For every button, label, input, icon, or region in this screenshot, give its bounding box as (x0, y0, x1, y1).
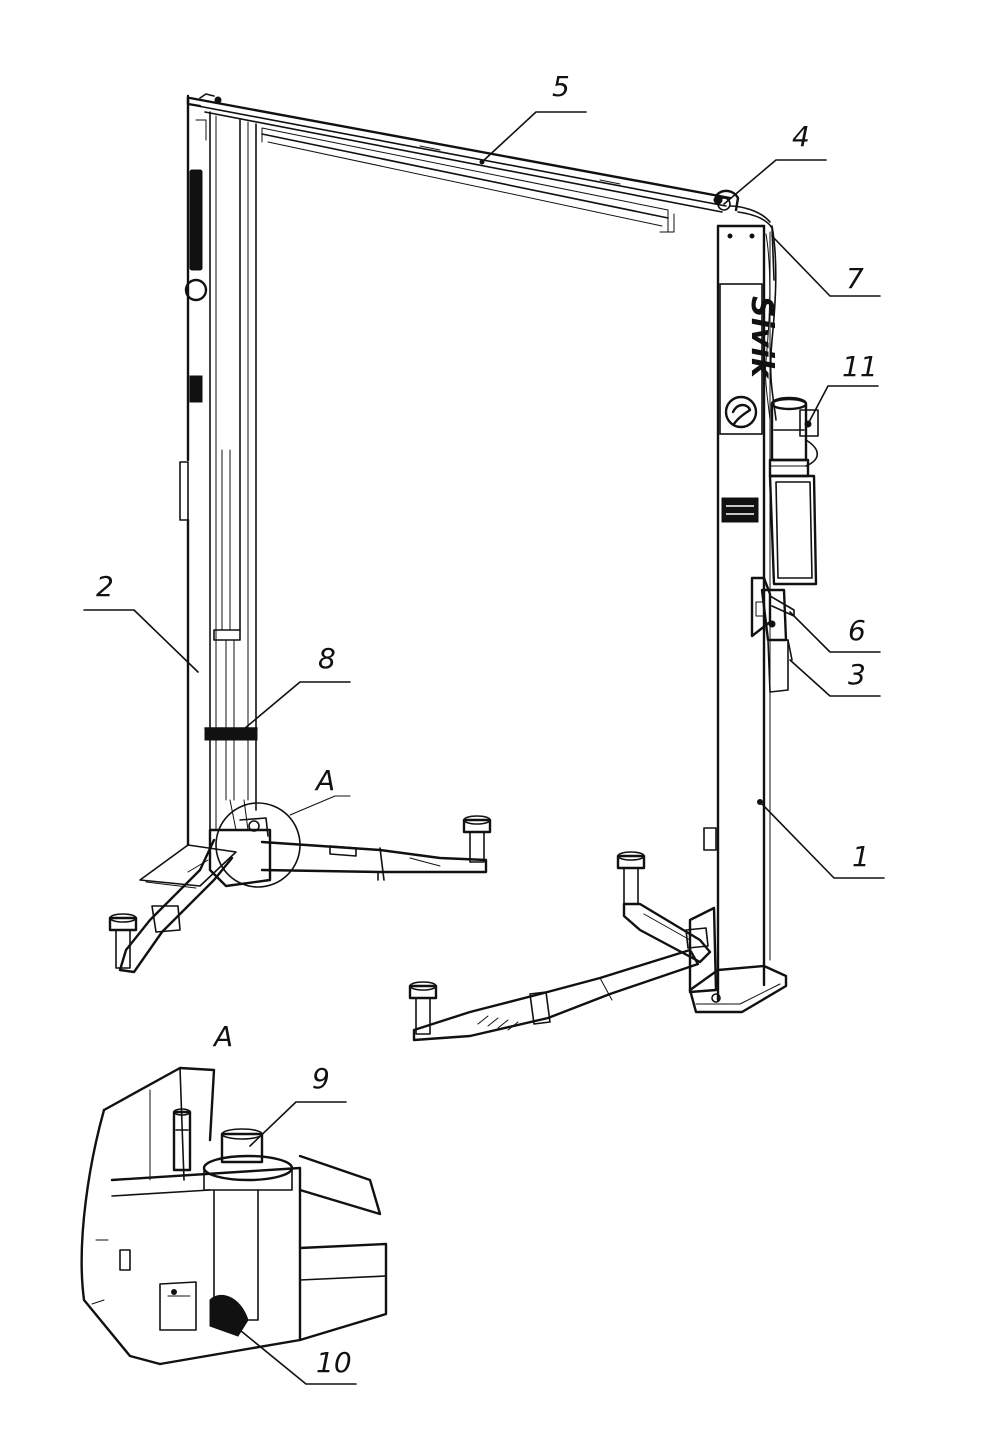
detail-a-marker-label: A (314, 764, 335, 797)
detail-a-view (80, 1066, 388, 1366)
right-post: Sivik (716, 224, 779, 1002)
left-post-logo (184, 169, 208, 403)
right-carriage (750, 576, 795, 693)
callout-label-7: 7 (846, 262, 864, 295)
right-post-logo: Sivik (719, 283, 779, 435)
power-unit (768, 396, 819, 478)
left-rear-arm (108, 838, 234, 974)
callout-label-8: 8 (318, 642, 336, 675)
overhead-beam (188, 96, 732, 233)
callout-label-10: 10 (316, 1346, 352, 1379)
left-front-arm (260, 815, 492, 881)
detail-a-title-label: A (212, 1020, 233, 1053)
detail-a-circle (215, 795, 351, 888)
callout-label-5: 5 (552, 70, 570, 103)
right-rear-arm (408, 948, 700, 1042)
left-base-plate (139, 844, 237, 889)
callout-label-3: 3 (848, 658, 866, 691)
right-base-plate (688, 964, 788, 1014)
callout-label-4: 4 (792, 120, 810, 153)
right-lower-carriage (685, 827, 718, 994)
brand-logo-text: Sivik (744, 296, 779, 380)
right-front-arm (616, 851, 712, 964)
callout-label-6: 6 (848, 614, 866, 647)
callout-leaders (83, 111, 885, 1385)
callout-label-9: 9 (312, 1062, 330, 1095)
callout-label-2: 2 (96, 570, 114, 603)
left-post (179, 96, 258, 847)
callout-label-11: 11 (842, 350, 878, 383)
oil-tank (768, 474, 818, 586)
right-post-warning-label (721, 497, 759, 523)
callout-label-1: 1 (852, 840, 870, 873)
